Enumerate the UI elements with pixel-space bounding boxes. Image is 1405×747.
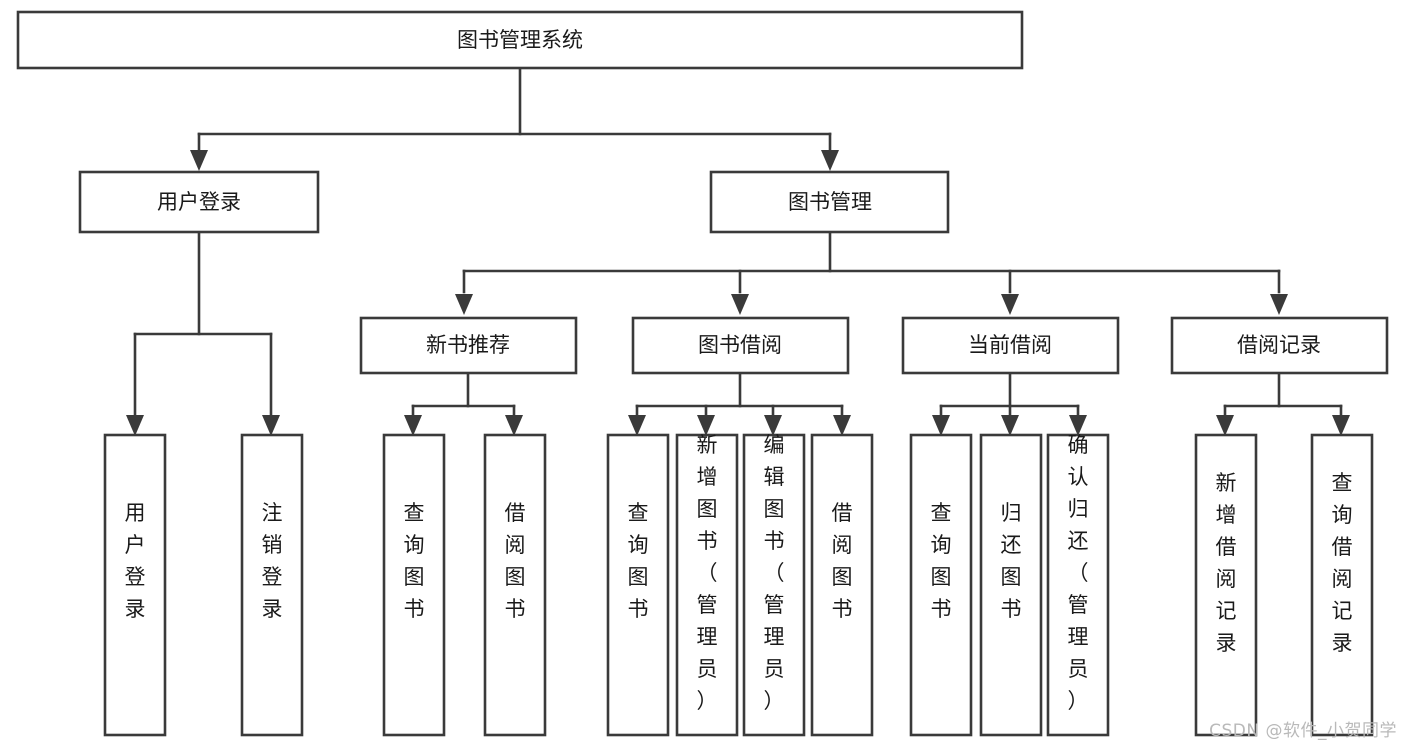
leaf-return-book-label: 归还图书 [1001,501,1022,621]
node-book-borrow-box[interactable] [631,316,850,375]
leaf-query-borrow-record-label: 查询借阅记录 [1332,471,1353,655]
node-book-borrow[interactable]: 图书借阅 [631,316,850,375]
node-book-management-label: 图书管理 [788,190,872,214]
leaf-return-book-box[interactable] [979,433,1043,737]
leaf-query-book-2-box[interactable] [606,433,670,737]
leaf-query-book-1[interactable]: 查询图书 [382,433,446,737]
node-user-login-box[interactable] [78,170,320,234]
arrow-icon [505,415,523,436]
arrow-icon [731,294,749,315]
leaf-confirm-return-admin-box[interactable] [1046,433,1110,737]
leaf-borrow-book-1[interactable]: 借阅图书 [483,433,547,737]
node-new-book-recommend-box[interactable] [359,316,578,375]
leaf-logout-label: 注销登录 [262,501,283,621]
leaf-query-borrow-record-box[interactable] [1310,433,1374,737]
arrow-icon [1332,415,1350,436]
leaf-logout-box[interactable] [240,433,304,737]
node-borrow-record-label: 借阅记录 [1237,333,1321,357]
connector-layer [126,66,1350,436]
arrow-icon [1001,415,1019,436]
leaf-confirm-return-admin-label: 确认归还（管理员） [1068,433,1089,713]
arrow-icon [628,415,646,436]
leaf-user-login-box[interactable] [103,433,167,737]
node-user-login[interactable]: 用户登录 [78,170,320,234]
leaf-query-book-3[interactable]: 查询图书 [909,433,973,737]
leaf-borrow-book-2-label: 借阅图书 [832,501,853,621]
node-current-borrow-box[interactable] [901,316,1120,375]
node-borrow-record-box[interactable] [1170,316,1389,375]
leaf-query-book-2-label: 查询图书 [628,501,649,621]
arrow-icon [190,150,208,171]
arrow-icon [1270,294,1288,315]
arrow-icon [821,150,839,171]
arrow-icon [1216,415,1234,436]
arrow-icon [932,415,950,436]
node-root-box[interactable] [16,10,1024,70]
node-current-borrow-label: 当前借阅 [968,333,1052,357]
node-root-label: 图书管理系统 [457,28,583,52]
arrow-icon [404,415,422,436]
leaf-return-book[interactable]: 归还图书 [979,433,1043,737]
node-book-management-box[interactable] [709,170,950,234]
node-book-management[interactable]: 图书管理 [709,170,950,234]
leaf-query-book-3-label: 查询图书 [931,501,952,621]
leaf-query-book-3-box[interactable] [909,433,973,737]
leaf-edit-book-admin-label: 编辑图书（管理员） [764,433,785,713]
leaf-borrow-book-1-box[interactable] [483,433,547,737]
arrow-icon [455,294,473,315]
arrow-icon [262,415,280,436]
leaf-add-book-admin[interactable]: 新增图书（管理员） [675,433,739,737]
leaf-query-borrow-record[interactable]: 查询借阅记录 [1310,433,1374,737]
node-new-book-recommend-label: 新书推荐 [426,333,510,357]
node-user-login-label: 用户登录 [157,190,241,214]
leaf-logout[interactable]: 注销登录 [240,433,304,737]
leaf-confirm-return-admin[interactable]: 确认归还（管理员） [1046,433,1110,737]
leaf-add-borrow-record-label: 新增借阅记录 [1216,471,1237,655]
leaf-user-login[interactable]: 用户登录 [103,433,167,737]
leaf-borrow-book-1-label: 借阅图书 [505,501,526,621]
node-borrow-record[interactable]: 借阅记录 [1170,316,1389,375]
arrow-icon [126,415,144,436]
node-new-book-recommend[interactable]: 新书推荐 [359,316,578,375]
leaf-query-book-1-label: 查询图书 [404,501,425,621]
node-current-borrow[interactable]: 当前借阅 [901,316,1120,375]
leaf-add-borrow-record-box[interactable] [1194,433,1258,737]
node-root[interactable]: 图书管理系统 [16,10,1024,70]
leaf-edit-book-admin-box[interactable] [742,433,806,737]
leaf-borrow-book-2[interactable]: 借阅图书 [810,433,874,737]
leaf-edit-book-admin[interactable]: 编辑图书（管理员） [742,433,806,737]
leaf-query-book-2[interactable]: 查询图书 [606,433,670,737]
leaf-add-borrow-record[interactable]: 新增借阅记录 [1194,433,1258,737]
leaf-query-book-1-box[interactable] [382,433,446,737]
arrow-icon [833,415,851,436]
leaf-add-book-admin-box[interactable] [675,433,739,737]
leaf-add-book-admin-label: 新增图书（管理员） [697,433,718,713]
leaf-user-login-label: 用户登录 [125,501,146,621]
arrow-icon [1001,294,1019,315]
node-book-borrow-label: 图书借阅 [698,333,782,357]
leaf-borrow-book-2-box[interactable] [810,433,874,737]
